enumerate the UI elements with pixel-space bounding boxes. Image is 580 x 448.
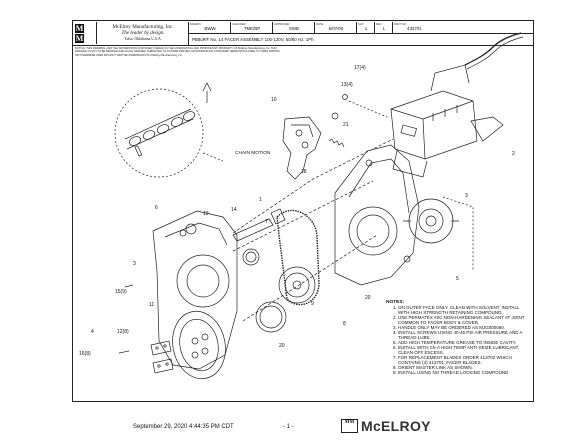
note-item: FOR REPLACEMENT BLADES ORDER 413702 WHIC…: [398, 355, 532, 365]
brand-mark-icon: MM: [341, 419, 358, 433]
field-label: DATE: [316, 22, 324, 26]
chain-detail-icon: [124, 108, 196, 157]
screw-13: [331, 112, 339, 120]
callout: 21: [343, 122, 349, 128]
callout: 3: [465, 193, 468, 199]
callout: 7: [265, 219, 268, 225]
handle-part: [282, 116, 322, 180]
field-value: L: [382, 26, 386, 31]
company-city: Tulsa, Oklahoma U.S.A.: [124, 37, 162, 41]
note-item: ON OUTER FACE ONLY. CLEAN WITH SOLVENT. …: [398, 305, 532, 315]
shaft-part: [232, 218, 274, 242]
callout: 15(9): [115, 289, 127, 295]
field-value: BWW: [204, 26, 216, 31]
note-item: USE PERMATEX #2C NON-HARDENING SEALANT A…: [398, 315, 532, 325]
notes-block: NOTES: ON OUTER FACE ONLY. CLEAN WITH SO…: [386, 300, 532, 375]
field-value: 433701: [407, 26, 422, 31]
field-checked: CHECKED TME/BP: [230, 22, 273, 33]
screw-16: [118, 350, 130, 354]
callout: 18: [301, 169, 307, 175]
callout: 8: [343, 321, 346, 327]
brand-wordmark: McELROY: [361, 418, 431, 434]
drawing-title-row: PB8uR® No. 14 FACER ASSEMBLY 100-120V, 5…: [188, 33, 534, 45]
drive-chain-part: [276, 209, 320, 306]
field-drawn: DRAWN BWW: [188, 22, 231, 33]
callout: 5: [456, 276, 459, 282]
note-item: ADD HIGH TEMPERATURE GREASE TO INSIDE CA…: [398, 340, 532, 345]
screw-15: [124, 284, 134, 288]
field-date: DATE 6/07/00: [314, 22, 357, 33]
note-item: ORIENT MASTER LINK AS SHOWN.: [398, 365, 532, 370]
callout: 16(8): [79, 351, 91, 357]
drawing-title: PB8uR® No. 14 FACER ASSEMBLY 100-120V, 5…: [192, 37, 314, 42]
facer-plate-part: [403, 198, 459, 244]
logo-letter: M: [75, 34, 84, 43]
field-label: APPROVED: [274, 22, 290, 26]
exploded-assembly-drawing: [114, 32, 524, 380]
field-label: PART NO.: [394, 22, 407, 26]
screw-17: [342, 94, 348, 100]
note-item: INSTALL USING NO THREAD LOCKING COMPOUND: [398, 370, 532, 375]
spring-part: [328, 138, 345, 148]
field-part-no: PART NO. 433701: [392, 22, 534, 33]
title-block: M M McElroy Manufacturing, Inc. The lead…: [73, 21, 534, 46]
note-item: INSTALL WITH C5-A HIGH TEMP ANTI-SEIZE L…: [398, 345, 532, 355]
page-number: - 1 -: [283, 424, 294, 430]
callout: 20: [279, 343, 285, 349]
field-rev: REV L: [374, 22, 393, 33]
callout: 14: [231, 207, 237, 213]
chain-detail-circle: [114, 88, 204, 178]
field-label: DRAWN: [190, 22, 201, 26]
company-slogan: The leader by design.: [121, 31, 165, 36]
company-block: McElroy Manufacturing, Inc. The leader b…: [98, 22, 188, 44]
company-name: McElroy Manufacturing, Inc.: [112, 24, 174, 30]
field-value: 1: [364, 26, 368, 31]
callout: 20: [365, 295, 371, 301]
drive-gear-part: [278, 266, 316, 304]
facer-body-part: [334, 144, 420, 286]
drawing-sheet: M M McElroy Manufacturing, Inc. The lead…: [72, 20, 534, 402]
company-logo: M M: [74, 22, 97, 44]
seal-ring-part: [242, 248, 260, 266]
callout: 1: [259, 197, 262, 203]
print-timestamp: September 29, 2020 4:44:35 PM CDT: [133, 424, 234, 430]
callout: 10: [271, 97, 277, 103]
callout: 12(8): [117, 329, 129, 335]
notes-list: ON OUTER FACE ONLY. CLEAN WITH SOLVENT. …: [386, 305, 532, 375]
motor-housing-part: [390, 32, 524, 178]
note-item: INSTALL SCREWS USING 40-45 PSI AIR PRESS…: [398, 330, 532, 340]
callout: 19: [203, 211, 209, 217]
blade-disk-part: [172, 310, 226, 380]
mcelroy-brand-logo: MM McELROY: [341, 418, 431, 434]
note-item: HANDLE ONLY MAY BE ORDERED AS MJG000060.: [398, 325, 532, 330]
callout: 13(4): [341, 82, 353, 88]
field-label: REV: [376, 22, 382, 26]
callout: 11: [149, 302, 155, 308]
logo-letter: M: [75, 24, 84, 33]
notes-heading: NOTES:: [386, 300, 405, 305]
callout: 17(4): [354, 65, 366, 71]
callout: 6: [155, 205, 158, 211]
field-label: SHT: [358, 22, 364, 26]
field-approved: APPROVED SWB: [272, 22, 315, 33]
field-value: 6/07/00: [328, 26, 344, 31]
facer-blades-part: [150, 340, 174, 374]
field-value: SWB: [288, 26, 299, 31]
field-sheet: SHT 1: [356, 22, 375, 33]
field-label: CHECKED: [232, 22, 246, 26]
callout: 4: [91, 329, 94, 335]
seal-6-part: [185, 223, 197, 235]
chain-motion-label: CHAIN MOTION: [235, 151, 271, 156]
field-value: TME/BP: [243, 26, 261, 31]
callout: 3: [133, 261, 136, 267]
callout: 9: [311, 301, 314, 307]
bearing-part: [255, 301, 287, 333]
confidentiality-notice: NOTICE: THIS DRAWING, AND THE INFORMATIO…: [75, 47, 280, 57]
callout: 2: [512, 151, 515, 157]
